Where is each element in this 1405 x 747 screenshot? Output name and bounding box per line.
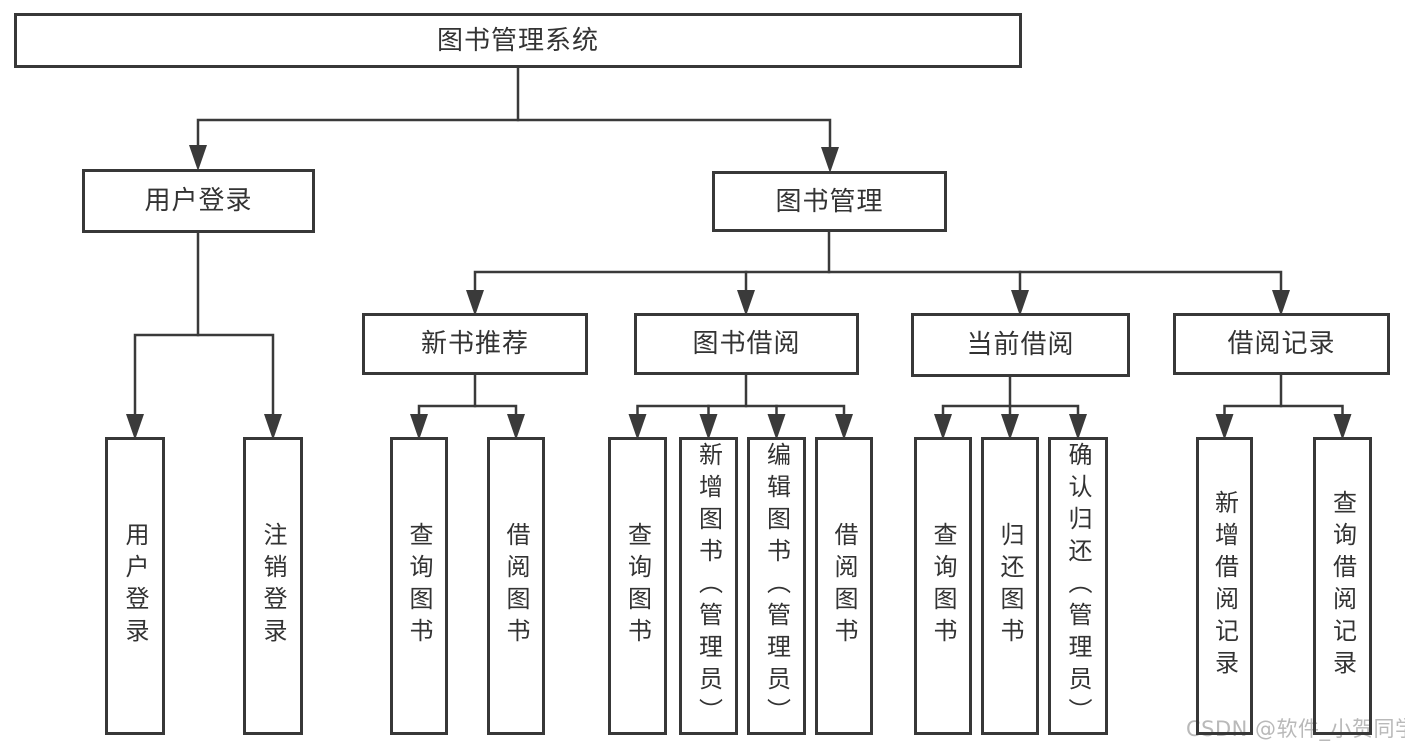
leaf-add-books-admin: 新增图书（管理员） — [679, 437, 738, 735]
node-label: 图书管理系统 — [436, 25, 599, 56]
node-label: 确认归还（管理员） — [1064, 442, 1092, 730]
connector-bookborrow-branch — [628, 373, 853, 440]
node-user-login: 用户登录 — [82, 169, 315, 233]
node-label: 图书管理 — [775, 186, 884, 217]
node-label: 查询图书 — [929, 522, 957, 650]
leaf-logout: 注销登录 — [243, 437, 303, 735]
node-label: 新书推荐 — [420, 329, 529, 359]
node-label: 用户登录 — [144, 186, 253, 216]
node-label: 注销登录 — [259, 522, 287, 650]
node-book-management: 图书管理 — [712, 171, 947, 232]
connector-newbook-branch — [410, 373, 525, 440]
connector-currentborrow-branch — [934, 375, 1087, 440]
connector-borrowrecord-branch — [1215, 373, 1352, 440]
arrowhead — [821, 147, 839, 173]
node-label: 借阅图书 — [502, 522, 530, 650]
leaf-query-books-newbook: 查询图书 — [390, 437, 448, 735]
leaf-user-login: 用户登录 — [105, 437, 165, 735]
arrowhead — [189, 145, 207, 171]
node-library-management-system: 图书管理系统 — [14, 13, 1022, 68]
leaf-query-books-current: 查询图书 — [914, 437, 972, 735]
connector-bookmgmt-to-level3 — [466, 230, 1290, 316]
node-new-book-recommend: 新书推荐 — [362, 313, 588, 375]
leaf-query-borrow-record: 查询借阅记录 — [1313, 437, 1372, 735]
node-label: 用户登录 — [121, 522, 149, 650]
leaf-confirm-return-admin: 确认归还（管理员） — [1048, 437, 1108, 735]
node-label: 查询借阅记录 — [1328, 490, 1357, 682]
node-label: 查询图书 — [405, 522, 433, 650]
connector-userlogin-branch — [126, 231, 282, 440]
node-borrow-record: 借阅记录 — [1173, 313, 1390, 375]
node-label: 借阅图书 — [830, 522, 858, 650]
leaf-edit-books-admin: 编辑图书（管理员） — [747, 437, 806, 735]
connector-root-to-level2 — [189, 66, 839, 173]
node-label: 借阅记录 — [1227, 329, 1336, 359]
node-label: 编辑图书（管理员） — [762, 442, 791, 730]
node-label: 图书借阅 — [692, 329, 801, 359]
csdn-watermark: CSDN @软件_小贺同学 — [1186, 717, 1405, 741]
node-label: 新增图书（管理员） — [694, 442, 723, 730]
node-label: 归还图书 — [996, 522, 1024, 650]
leaf-borrow-books: 借阅图书 — [815, 437, 873, 735]
node-current-borrow: 当前借阅 — [911, 313, 1130, 377]
leaf-add-borrow-record: 新增借阅记录 — [1196, 437, 1253, 735]
node-label: 当前借阅 — [966, 330, 1075, 360]
node-label: 查询图书 — [623, 522, 652, 650]
leaf-borrow-books-newbook: 借阅图书 — [487, 437, 545, 735]
node-book-borrow: 图书借阅 — [634, 313, 859, 375]
node-label: 新增借阅记录 — [1210, 490, 1239, 682]
leaf-return-books: 归还图书 — [981, 437, 1039, 735]
leaf-query-books-borrow: 查询图书 — [608, 437, 667, 735]
